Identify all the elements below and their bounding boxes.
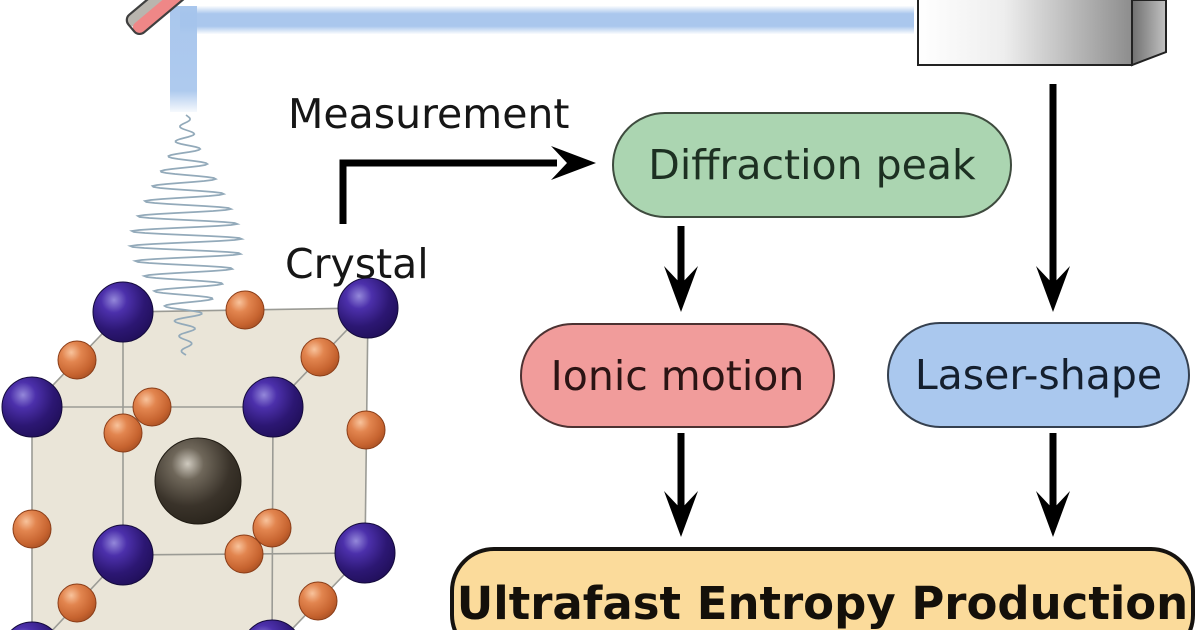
node-entropy-production: Ultrafast Entropy Production (450, 547, 1195, 630)
node-ionic-motion: Ionic motion (520, 323, 835, 428)
center-ion (154, 437, 242, 525)
crystal-lattice-icon (1, 277, 399, 630)
arrow-ionic-to-entropy-icon (664, 433, 698, 537)
node-laser-shape-label: Laser-shape (914, 351, 1163, 399)
arrow-diffraction-to-ionic-icon (664, 226, 698, 312)
arrow-laser-to-lasershape-icon (1036, 84, 1070, 312)
light-pulse-coil-icon (127, 114, 245, 356)
node-diffraction-peak: Diffraction peak (612, 112, 1012, 218)
crystal-label: Crystal (285, 240, 429, 288)
node-ionic-motion-label: Ionic motion (550, 351, 805, 400)
node-laser-shape: Laser-shape (887, 322, 1190, 428)
node-entropy-production-label: Ultrafast Entropy Production (456, 576, 1189, 630)
laser-beam-horizontal (180, 6, 914, 34)
laser-beam-vertical (170, 6, 197, 112)
measurement-label: Measurement (288, 90, 570, 138)
measurement-arrow-icon (339, 146, 596, 224)
laser-source-cube-icon (917, 0, 1167, 67)
arrow-lasershape-to-entropy-icon (1036, 433, 1070, 537)
flow-arrows (339, 84, 1070, 537)
mirror-icon (125, 0, 190, 36)
node-diffraction-peak-label: Diffraction peak (648, 141, 976, 189)
